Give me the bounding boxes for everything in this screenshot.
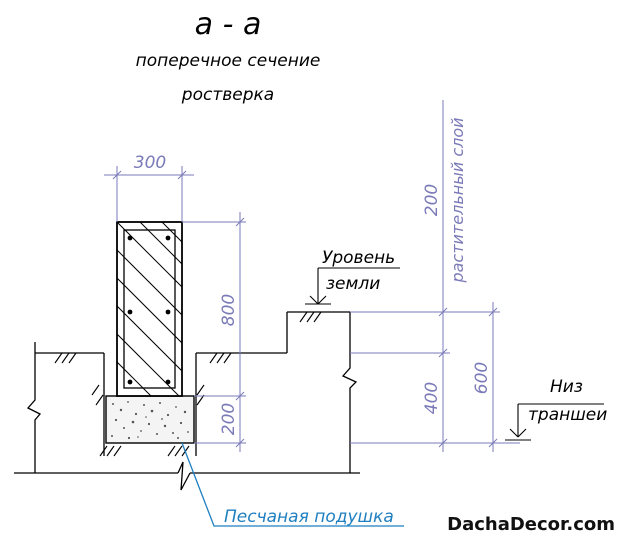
- ground-level-label-1: Уровень: [322, 248, 395, 268]
- section-title: а - а: [195, 7, 262, 42]
- sand-cushion-label: Песчаная подушка: [224, 507, 394, 527]
- ground-level-leader: [305, 267, 400, 305]
- dimension-lines: [104, 100, 520, 452]
- trench-bottom-label-1: Низ: [550, 377, 583, 397]
- ground-profile: [14, 311, 360, 491]
- grillage-beam: [116, 221, 183, 397]
- dim-200-top-label: 200: [422, 184, 442, 216]
- trench-bottom-label-2: траншеи: [528, 405, 607, 425]
- dim-300-label: 300: [134, 153, 166, 173]
- watermark: DachaDecor.com: [447, 514, 615, 535]
- dim-600-label: 600: [472, 362, 492, 394]
- sand-cushion: [105, 395, 195, 444]
- ground-level-label-2: земли: [326, 274, 380, 294]
- topsoil-label: растительный слой: [448, 117, 467, 283]
- trench-bottom-leader: [505, 403, 604, 441]
- ground-hatching: [54, 311, 322, 457]
- subtitle-line-1: поперечное сечение: [136, 51, 321, 71]
- sand-cushion-leader: [181, 442, 404, 527]
- dim-800-label: 800: [219, 294, 239, 326]
- subtitle-line-2: ростверка: [181, 85, 274, 105]
- dim-200-left-label: 200: [219, 403, 239, 435]
- dim-400-label: 400: [422, 382, 442, 414]
